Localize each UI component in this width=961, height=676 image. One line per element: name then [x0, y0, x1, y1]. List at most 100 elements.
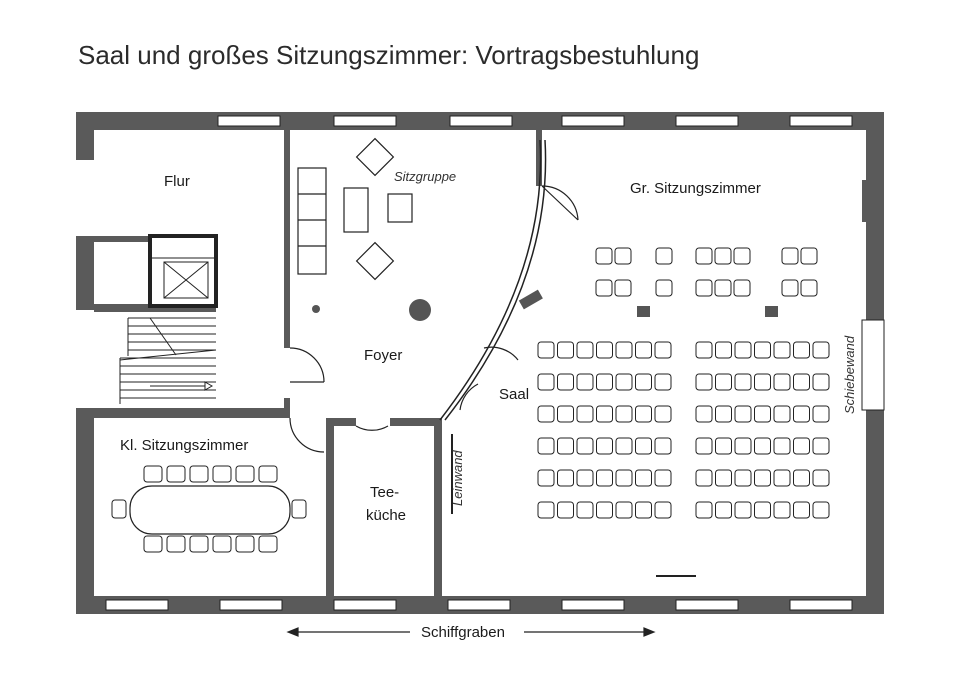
chair	[557, 437, 574, 455]
chair	[793, 341, 810, 359]
label-flur: Flur	[164, 173, 190, 190]
chair	[714, 279, 732, 297]
curved-wall	[439, 139, 547, 421]
chair	[773, 373, 791, 391]
chair	[596, 437, 613, 455]
chair	[635, 405, 652, 423]
chair	[793, 437, 810, 455]
stairwell	[76, 234, 218, 404]
chair	[800, 279, 818, 297]
chair	[793, 469, 810, 487]
label-gr-sitzungszimmer: Gr. Sitzungszimmer	[630, 180, 761, 197]
chair	[695, 469, 713, 487]
chair	[654, 405, 672, 423]
pillar	[518, 289, 543, 310]
label-sitzgruppe: Sitzgruppe	[394, 169, 456, 184]
chair	[111, 499, 127, 519]
foyer-post	[312, 305, 320, 313]
chair	[715, 469, 732, 487]
chair	[143, 535, 163, 553]
chair	[812, 469, 830, 487]
chair	[773, 437, 791, 455]
chair	[754, 501, 771, 519]
chair	[576, 469, 594, 487]
chair	[635, 469, 652, 487]
chair	[812, 405, 830, 423]
chairs	[111, 247, 830, 553]
chair	[695, 373, 713, 391]
sitzgruppe-furniture	[297, 137, 413, 281]
windows-top	[217, 115, 853, 127]
chair	[733, 247, 751, 265]
chair	[655, 279, 673, 297]
chair	[615, 373, 633, 391]
chair	[595, 247, 613, 265]
chair	[793, 405, 810, 423]
chair	[715, 405, 732, 423]
chair	[212, 535, 232, 553]
chair	[734, 437, 752, 455]
chair	[754, 341, 771, 359]
chair	[695, 501, 713, 519]
label-teekueche-2: küche	[366, 507, 406, 524]
chair	[635, 437, 652, 455]
chair	[734, 373, 752, 391]
interior-walls	[76, 130, 542, 596]
chair	[576, 501, 594, 519]
chair	[537, 405, 555, 423]
label-teekueche-1: Tee-	[370, 484, 399, 501]
foyer-column	[409, 299, 431, 321]
chair	[557, 501, 574, 519]
label-schiebewand: Schiebewand	[842, 335, 857, 414]
chair	[258, 465, 278, 483]
conference-table	[129, 485, 291, 535]
chair	[635, 501, 652, 519]
chair	[143, 465, 163, 483]
chair	[635, 341, 652, 359]
chair	[812, 373, 830, 391]
schiebewand-element	[861, 180, 885, 411]
chair	[714, 247, 732, 265]
chair	[291, 499, 307, 519]
chair	[715, 501, 732, 519]
chair	[773, 405, 791, 423]
chair	[615, 341, 633, 359]
chair	[812, 437, 830, 455]
chair	[655, 247, 673, 265]
chair	[654, 501, 672, 519]
chair	[793, 501, 810, 519]
chair	[537, 501, 555, 519]
chair	[614, 247, 632, 265]
chair	[734, 405, 752, 423]
chair	[212, 465, 232, 483]
windows-bottom	[105, 599, 853, 611]
chair	[654, 469, 672, 487]
chair	[793, 373, 810, 391]
chair	[537, 437, 555, 455]
chair	[537, 373, 555, 391]
chair	[695, 437, 713, 455]
page-title: Saal und großes Sitzungszimmer: Vortrags…	[78, 40, 700, 70]
chair	[715, 341, 732, 359]
chair	[258, 535, 278, 553]
chair	[614, 279, 632, 297]
label-foyer: Foyer	[364, 347, 402, 364]
chair	[773, 341, 791, 359]
chair	[615, 405, 633, 423]
chair	[596, 469, 613, 487]
chair	[596, 341, 613, 359]
chair	[189, 535, 209, 553]
chair	[734, 341, 752, 359]
chair	[695, 279, 713, 297]
chair	[635, 373, 652, 391]
chair	[166, 465, 186, 483]
chair	[781, 279, 799, 297]
chair	[596, 405, 613, 423]
chair	[754, 469, 771, 487]
column-block	[765, 306, 778, 317]
chair	[576, 405, 594, 423]
chair	[734, 501, 752, 519]
chair	[695, 247, 713, 265]
chair	[557, 341, 574, 359]
